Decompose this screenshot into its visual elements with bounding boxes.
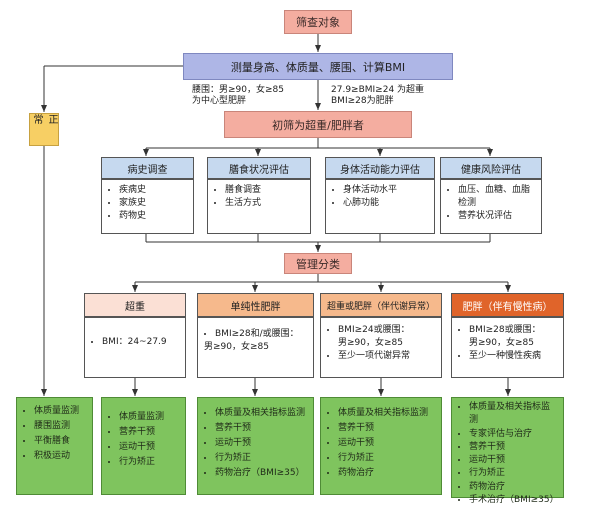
- list-item: 积极运动: [34, 449, 86, 464]
- intervention-simple-obesity: 体质量及相关指标监测 营养干预 运动干预 行为矫正 药物治疗（BMI≥35）: [197, 397, 314, 495]
- measurement-label: 测量身高、体质量、腰围、计算BMI: [230, 60, 406, 74]
- assessment-detail-history: 疾病史 家族史 药物史: [101, 179, 194, 234]
- intervention-chronic: 体质量及相关指标监测 专家评估与治疗 营养干预 运动干预 行为矫正 药物治疗 手…: [451, 397, 564, 505]
- list-item: 体质量监测: [119, 410, 179, 425]
- list-item: 行为矫正: [119, 455, 179, 470]
- list-item: 营养干预: [215, 421, 307, 436]
- list-item: 行为矫正: [215, 451, 307, 466]
- category-title: 超重或肥胖（伴代谢异常）: [326, 301, 435, 312]
- assessment-title: 身体活动能力评估: [340, 164, 420, 176]
- list-item: 疾病史: [119, 184, 187, 197]
- list-item: 生活方式: [225, 197, 304, 210]
- assessment-header-risk: 健康风险评估: [440, 157, 542, 179]
- screening-target-label: 筛查对象: [296, 16, 340, 29]
- category-title: 单纯性肥胖: [230, 301, 281, 313]
- list-item-continued: 男≥90，女≥85: [469, 338, 534, 348]
- assessment-header-activity: 身体活动能力评估: [325, 157, 435, 179]
- intervention-overweight: 体质量监测 营养干预 运动干预 行为矫正: [101, 397, 186, 495]
- list-item: 运动干预: [119, 440, 179, 455]
- list-item: 药物治疗（BMI≥35）: [215, 466, 307, 481]
- list-item: 药物治疗: [469, 481, 557, 494]
- list-item: 专家评估与治疗: [469, 428, 557, 441]
- initial-screening-label: 初筛为超重/肥胖者: [272, 118, 364, 132]
- initial-screening-box: 初筛为超重/肥胖者: [224, 111, 412, 138]
- assessment-title: 健康风险评估: [461, 164, 521, 176]
- list-item: 平衡膳食: [34, 434, 86, 449]
- list-item: 行为矫正: [469, 467, 557, 480]
- list-item: 营养干预: [119, 425, 179, 440]
- category-title: 超重: [125, 301, 145, 313]
- list-item: 至少一项代谢异常: [338, 350, 435, 363]
- category-detail-simple-obesity: BMI≥28和/或腰围： 男≥90，女≥85: [197, 317, 314, 378]
- assessment-header-diet: 膳食状况评估: [207, 157, 311, 179]
- list-item: BMI≥28和/或腰围：: [215, 328, 307, 341]
- central-obesity-note: 腰围：男≥90，女≥85 为中心型肥胖: [192, 85, 284, 107]
- list-item: 体质量及相关指标监测: [469, 401, 557, 428]
- list-item: 手术治疗（BMI≥35）: [469, 494, 559, 507]
- assessment-detail-activity: 身体活动水平 心肺功能: [325, 179, 435, 234]
- assessment-title: 病史调查: [127, 164, 168, 176]
- assessment-title: 膳食状况评估: [229, 164, 289, 176]
- central-obesity-line-2: 为中心型肥胖: [192, 96, 247, 106]
- list-item: 血压、血糖、血脂检测: [458, 184, 535, 210]
- list-item: 体质量监测: [34, 404, 86, 419]
- list-item: 至少一种慢性疾病: [469, 350, 557, 363]
- assessment-detail-diet: 膳食调查 生活方式: [207, 179, 311, 234]
- list-item-continued: 男≥90，女≥85: [338, 338, 403, 348]
- bmi-criteria-line-1: 27.9≥BMI≥24 为超重: [331, 85, 425, 95]
- measurement-box: 测量身高、体质量、腰围、计算BMI: [183, 53, 453, 80]
- category-detail-metabolic: BMI≥24或腰围： 男≥90，女≥85 至少一项代谢异常: [320, 317, 442, 378]
- intervention-normal: 体质量监测 腰围监测 平衡膳食 积极运动: [16, 397, 93, 495]
- list-item: 体质量及相关指标监测: [338, 406, 435, 421]
- list-item: 身体活动水平: [343, 184, 428, 197]
- bmi-criteria-line-2: BMI≥28为肥胖: [331, 96, 394, 106]
- category-header-chronic: 肥胖（伴有慢性病）: [451, 293, 564, 317]
- category-header-simple-obesity: 单纯性肥胖: [197, 293, 314, 317]
- intervention-metabolic: 体质量及相关指标监测 营养干预 运动干预 行为矫正 药物治疗: [320, 397, 442, 495]
- list-item: BMI≥24或腰围：: [338, 324, 435, 337]
- screening-target-box: 筛查对象: [284, 10, 352, 34]
- category-header-metabolic: 超重或肥胖（伴代谢异常）: [320, 293, 442, 317]
- central-obesity-line-1: 腰围：男≥90，女≥85: [192, 85, 284, 95]
- list-item: 营养状况评估: [458, 210, 535, 223]
- list-item: BMI≥28或腰围：: [469, 324, 557, 337]
- list-item: 药物史: [119, 210, 187, 223]
- normal-box: 正常: [29, 113, 59, 146]
- list-item: 运动干预: [469, 454, 557, 467]
- list-item: 营养干预: [338, 421, 435, 436]
- list-item-continued: 男≥90，女≥85: [204, 342, 269, 352]
- list-item: 运动干预: [215, 436, 307, 451]
- list-item: 腰围监测: [34, 419, 86, 434]
- assessment-header-history: 病史调查: [101, 157, 194, 179]
- category-header-overweight: 超重: [84, 293, 186, 317]
- list-item: 营养干预: [469, 441, 557, 454]
- list-item: 行为矫正: [338, 451, 435, 466]
- management-box: 管理分类: [284, 253, 352, 274]
- list-item: 家族史: [119, 197, 187, 210]
- category-detail-chronic: BMI≥28或腰围： 男≥90，女≥85 至少一种慢性疾病: [451, 317, 564, 378]
- category-title: 肥胖（伴有慢性病）: [462, 301, 553, 313]
- list-item: 运动干预: [338, 436, 435, 451]
- assessment-detail-risk: 血压、血糖、血脂检测 营养状况评估: [440, 179, 542, 234]
- bmi-criteria-note: 27.9≥BMI≥24 为超重 BMI≥28为肥胖: [331, 85, 424, 107]
- category-detail-overweight: BMI：24~27.9: [84, 317, 186, 378]
- list-item: 体质量及相关指标监测: [215, 406, 307, 421]
- list-item: 膳食调查: [225, 184, 304, 197]
- list-item: BMI：24~27.9: [102, 336, 179, 349]
- normal-label: 正常: [31, 114, 57, 130]
- list-item: 药物治疗: [338, 466, 435, 481]
- management-label: 管理分类: [296, 257, 340, 271]
- list-item: 心肺功能: [343, 197, 428, 210]
